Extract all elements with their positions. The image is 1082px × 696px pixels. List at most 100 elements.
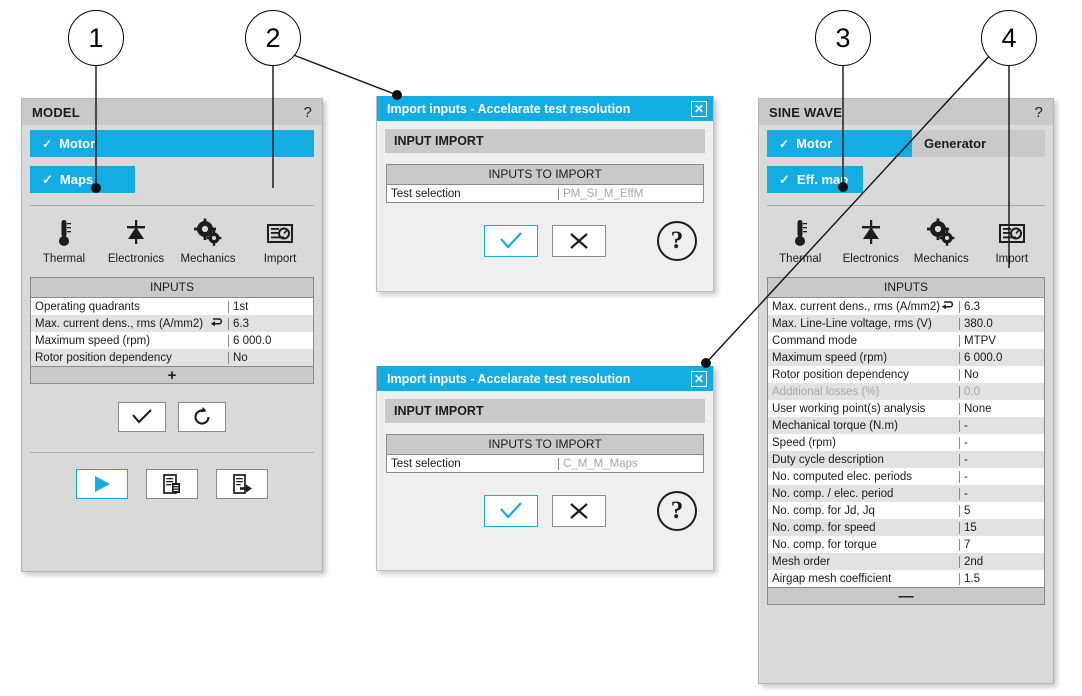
- icon-button-mechanics[interactable]: Mechanics: [173, 218, 243, 265]
- model-bottom-buttons: [22, 469, 322, 499]
- table-row[interactable]: Duty cycle description-: [768, 451, 1044, 468]
- import-dialog-top: Import inputs - Accelarate test resoluti…: [376, 96, 714, 292]
- table-row[interactable]: Max. current dens., rms (A/mm2) 6.3: [31, 315, 313, 332]
- table-row[interactable]: Rotor position dependency No: [31, 349, 313, 366]
- row-key: Operating quadrants: [35, 300, 140, 313]
- table-row[interactable]: Speed (rpm)-: [768, 434, 1044, 451]
- table-row[interactable]: Test selection C_M_M_Maps: [387, 455, 703, 472]
- row-value: 15: [959, 521, 1044, 534]
- row-key: Airgap mesh coefficient: [772, 572, 892, 585]
- model-action-buttons: [22, 402, 322, 432]
- icon-button-electronics[interactable]: Electronics: [836, 218, 906, 265]
- callout-3-label: 3: [835, 22, 851, 53]
- icon-button-import[interactable]: Import: [977, 218, 1047, 265]
- electronics-icon: [856, 218, 886, 248]
- table-row[interactable]: No. comp. / elec. period-: [768, 485, 1044, 502]
- tab-motor[interactable]: ✓ Motor: [30, 130, 314, 157]
- subtab-maps[interactable]: ✓ Maps: [30, 166, 135, 193]
- sine-icon-strip: Thermal Electronics Mechanics Import: [759, 206, 1053, 269]
- row-value: None: [959, 402, 1044, 415]
- icon-button-electronics[interactable]: Electronics: [101, 218, 171, 265]
- tab-motor[interactable]: ✓ Motor: [767, 130, 912, 157]
- row-key: Max. Line-Line voltage, rms (V): [772, 317, 932, 330]
- table-row[interactable]: Test selection PM_SI_M_EffM: [387, 185, 703, 202]
- row-value: No: [228, 351, 313, 364]
- reset-button[interactable]: [178, 402, 226, 432]
- table-row[interactable]: Mechanical torque (N.m)-: [768, 417, 1044, 434]
- row-key: Mechanical torque (N.m): [772, 419, 898, 432]
- row-value: MTPV: [959, 334, 1044, 347]
- subtab-eff-map[interactable]: ✓ Eff. map: [767, 166, 863, 193]
- sine-tab-row: ✓ Motor Generator: [767, 130, 1045, 157]
- icon-label-import: Import: [263, 253, 297, 265]
- callout-1-label: 1: [88, 22, 104, 53]
- dialog-cancel-button[interactable]: [552, 225, 606, 257]
- row-value: 0.0: [959, 385, 1044, 398]
- model-panel-title: MODEL ?: [22, 99, 322, 125]
- row-key: User working point(s) analysis: [772, 402, 926, 415]
- tab-motor-label: Motor: [796, 136, 833, 151]
- callout-2: 2: [245, 10, 301, 66]
- dialog-ok-button[interactable]: [484, 495, 538, 527]
- collapse-row-button[interactable]: —: [768, 587, 1044, 604]
- check-icon: ✓: [779, 136, 790, 151]
- help-icon[interactable]: ?: [1034, 103, 1043, 121]
- row-value: 380.0: [959, 317, 1044, 330]
- row-key: Test selection: [391, 457, 461, 470]
- export-button[interactable]: [216, 469, 268, 499]
- row-key: No. comp. for torque: [772, 538, 877, 551]
- help-icon[interactable]: ?: [303, 103, 312, 121]
- icon-button-thermal[interactable]: Thermal: [765, 218, 835, 265]
- close-icon[interactable]: ✕: [691, 370, 707, 387]
- link-arrow-icon: [941, 300, 954, 314]
- dialog-cancel-button[interactable]: [552, 495, 606, 527]
- table-row[interactable]: Maximum speed (rpm)6 000.0: [768, 349, 1044, 366]
- dialog-section-header: INPUT IMPORT: [385, 399, 705, 423]
- mechanics-icon: [926, 218, 956, 248]
- copy-report-button[interactable]: [146, 469, 198, 499]
- dialog-title-label: Import inputs - Accelarate test resoluti…: [387, 371, 631, 386]
- row-value: 5: [959, 504, 1044, 517]
- table-row[interactable]: User working point(s) analysis None: [768, 400, 1044, 417]
- table-row[interactable]: No. computed elec. periods-: [768, 468, 1044, 485]
- check-icon: ✓: [42, 171, 53, 187]
- sine-inputs-header: INPUTS: [768, 278, 1044, 298]
- table-row[interactable]: Operating quadrants 1st: [31, 298, 313, 315]
- table-row[interactable]: Max. current dens., rms (A/mm2) 6.3: [768, 298, 1044, 315]
- add-row-button[interactable]: +: [31, 366, 313, 383]
- row-key: Rotor position dependency: [772, 368, 909, 381]
- dialog-ok-button[interactable]: [484, 225, 538, 257]
- icon-button-import[interactable]: Import: [245, 218, 315, 265]
- icon-label-electronics: Electronics: [842, 253, 899, 265]
- run-button[interactable]: [76, 469, 128, 499]
- callout-4: 4: [981, 10, 1037, 66]
- dialog-button-row: ?: [377, 491, 713, 531]
- table-row[interactable]: Maximum speed (rpm) 6 000.0: [31, 332, 313, 349]
- icon-label-electronics: Electronics: [107, 253, 165, 265]
- table-row[interactable]: Max. Line-Line voltage, rms (V) 380.0: [768, 315, 1044, 332]
- close-icon[interactable]: ✕: [691, 100, 707, 117]
- row-key-text: Max. current dens., rms (A/mm2): [772, 300, 941, 313]
- dialog-help-button[interactable]: ?: [657, 221, 697, 261]
- icon-label-mechanics: Mechanics: [913, 253, 969, 265]
- sine-inputs-table: INPUTS Max. current dens., rms (A/mm2) 6…: [767, 277, 1045, 605]
- table-row: Additional losses (%)0.0: [768, 383, 1044, 400]
- dialog-title-label: Import inputs - Accelarate test resoluti…: [387, 101, 631, 116]
- tab-generator-label: Generator: [924, 136, 987, 151]
- icon-button-mechanics[interactable]: Mechanics: [906, 218, 976, 265]
- tab-generator[interactable]: Generator: [912, 130, 1045, 157]
- validate-button[interactable]: [118, 402, 166, 432]
- subtab-maps-label: Maps: [59, 172, 94, 187]
- row-key: Duty cycle description: [772, 453, 884, 466]
- dialog-help-button[interactable]: ?: [657, 491, 697, 531]
- inputs-to-import-table: INPUTS TO IMPORT Test selection PM_SI_M_…: [386, 164, 704, 203]
- icon-button-thermal[interactable]: Thermal: [29, 218, 99, 265]
